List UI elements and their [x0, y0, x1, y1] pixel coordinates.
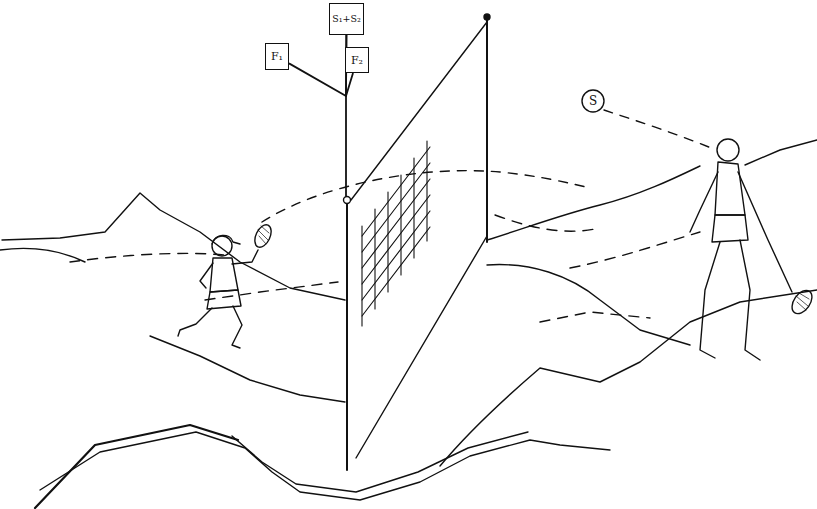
hill-ridge	[0, 249, 85, 263]
net-mesh-line	[362, 211, 430, 300]
ball-trajectory	[604, 110, 716, 150]
player-leg	[740, 240, 760, 360]
hill-ridge	[440, 290, 817, 466]
player-arm	[690, 172, 718, 232]
ground-line	[40, 432, 610, 500]
player-leg	[232, 306, 242, 348]
net-mesh-line	[374, 209, 375, 309]
ball-trajectory	[262, 171, 590, 222]
sign-box: F₁	[265, 43, 289, 70]
net-mesh-line	[387, 192, 388, 292]
player-leg	[178, 308, 212, 336]
hill-dashed	[495, 215, 600, 231]
player-arm	[200, 263, 213, 288]
hill-dashed	[540, 312, 650, 322]
hill-dashed	[70, 253, 225, 262]
sign-arm	[289, 35, 346, 96]
player-head	[717, 139, 739, 161]
player-arm	[738, 172, 792, 292]
player-cap	[212, 235, 240, 244]
player-body	[210, 258, 238, 292]
player-leg	[700, 242, 720, 358]
player-shorts	[207, 290, 241, 309]
tennis-ball: S	[581, 89, 605, 113]
ball-circle	[582, 90, 604, 112]
ground-line	[35, 425, 238, 508]
racket-head	[788, 287, 816, 317]
net-top-cord	[351, 22, 487, 200]
net-pole	[486, 18, 488, 242]
player-body	[715, 162, 745, 215]
hill-ridge	[487, 166, 700, 240]
hill-ridge	[2, 193, 345, 300]
net-pole-top	[344, 197, 351, 204]
net-mesh-line	[361, 226, 362, 326]
hill-ridge	[487, 265, 690, 345]
racket-head	[252, 222, 275, 250]
net-mesh-line	[426, 141, 427, 241]
sign-box: F₂	[345, 47, 369, 73]
sign-label: F₂	[351, 55, 363, 66]
ground-line	[232, 432, 528, 492]
net-mesh	[362, 141, 430, 326]
hill-dashed	[570, 232, 700, 268]
net-bottom-edge	[356, 236, 487, 458]
hill-ridge	[745, 140, 817, 165]
sign-label: S₁+S₂	[332, 14, 361, 24]
net-mesh-line	[413, 158, 414, 258]
net-mesh-line	[362, 227, 430, 316]
net-pole-top	[484, 14, 490, 20]
sign-pole	[345, 96, 347, 196]
net-mesh-line	[400, 175, 401, 275]
racket-strings	[796, 293, 809, 310]
hill-ridge	[150, 336, 345, 402]
ball-label: S	[589, 95, 597, 107]
net-pole	[346, 200, 348, 470]
sign-label: F₁	[271, 51, 283, 62]
player-shorts	[712, 215, 748, 242]
sign-box: S₁+S₂	[329, 3, 364, 35]
racket-strings	[258, 226, 269, 244]
player-arm	[232, 250, 258, 264]
